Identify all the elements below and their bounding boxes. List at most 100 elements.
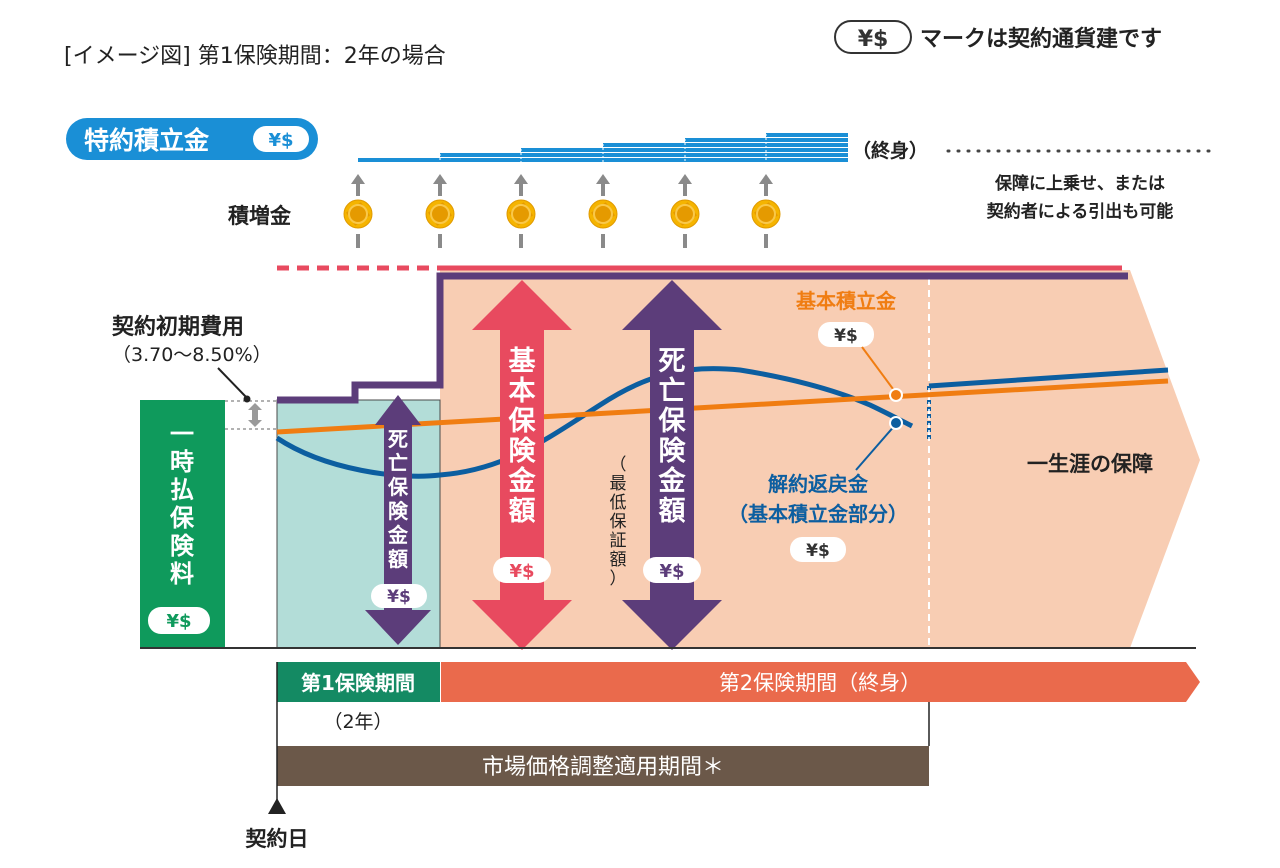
coin-up-arrow bbox=[351, 174, 365, 184]
initial-cost-range: （3.70〜8.50%） bbox=[112, 344, 272, 366]
mg-chars-char: （ bbox=[610, 455, 627, 475]
death-benefit2-badge-bg bbox=[643, 557, 701, 583]
first-period-label: 第1保険期間 bbox=[301, 671, 415, 695]
bi-chars-char: 基 bbox=[509, 346, 537, 377]
rider-pill-bg bbox=[66, 118, 318, 160]
coin-icon-ring bbox=[430, 204, 450, 224]
premium-chars-char: 一 bbox=[170, 420, 194, 448]
coin-down-shaft bbox=[601, 234, 605, 248]
initial-cost-arrow-up bbox=[248, 403, 262, 410]
db2-chars-char: 亡 bbox=[659, 376, 686, 407]
mg-chars-char: 証 bbox=[610, 531, 627, 551]
db1-chars-char: 金 bbox=[387, 523, 409, 547]
legend-text: マークは契約通貨建です bbox=[920, 26, 1162, 52]
surrender-badge: ¥$ bbox=[806, 541, 830, 561]
coin-up-arrow bbox=[678, 174, 692, 184]
initial-cost-label: 契約初期費用 bbox=[111, 314, 244, 340]
coin-up-shaft bbox=[764, 184, 768, 196]
mg-chars-char: ） bbox=[610, 569, 627, 589]
rider-label-pill: 特約積立金 ¥$ bbox=[66, 118, 318, 160]
rider-accumulation-steps bbox=[358, 130, 848, 162]
premium-chars-char: 料 bbox=[170, 560, 194, 588]
coin-icon-ring bbox=[675, 204, 695, 224]
premium-chars-char: 払 bbox=[170, 476, 194, 504]
basic-insurance-badge: ¥$ bbox=[509, 561, 534, 582]
premium-chars-char: 険 bbox=[170, 532, 195, 560]
coin-up-shaft bbox=[519, 184, 523, 196]
increase-label: 積増金 bbox=[228, 204, 292, 228]
contract-date-label: 契約日 bbox=[245, 827, 309, 851]
initial-cost-pointer bbox=[217, 367, 248, 399]
coin-up-arrow bbox=[433, 174, 447, 184]
surrender-value-line-after bbox=[928, 367, 1169, 389]
diagram-title: [イメージ図] 第1保険期間：2年の場合 bbox=[64, 44, 446, 69]
basic-insurance-badge-bg bbox=[493, 557, 551, 583]
surrender-value-point bbox=[889, 416, 903, 430]
basic-insurance-arrow-shape bbox=[472, 280, 572, 650]
bi-chars-char: 本 bbox=[509, 376, 536, 407]
coin-up-shaft bbox=[356, 184, 360, 196]
bi-chars-char: 額 bbox=[509, 496, 536, 527]
db1-chars-char: 死 bbox=[388, 427, 408, 451]
coin-down-shaft bbox=[356, 234, 360, 248]
first-period-bar bbox=[277, 662, 440, 702]
bi-chars-char: 険 bbox=[509, 436, 537, 467]
basic-reserve-label: 基本積立金 bbox=[796, 289, 897, 313]
db2-chars-char: 額 bbox=[659, 496, 686, 527]
db1-chars-char: 額 bbox=[387, 547, 408, 571]
basic-reserve-point bbox=[889, 388, 903, 402]
rider-badge: ¥$ bbox=[268, 130, 293, 151]
rider-note-line2: 契約者による引出も可能 bbox=[986, 201, 1174, 222]
premium-chars-char: 時 bbox=[170, 448, 194, 476]
coin-down-shaft bbox=[519, 234, 523, 248]
coin-up-shaft bbox=[601, 184, 605, 196]
coin-up-arrow bbox=[759, 174, 773, 184]
bi-chars-char: 金 bbox=[508, 465, 537, 497]
increase-coins bbox=[343, 174, 781, 248]
coin-down-shaft bbox=[438, 234, 442, 248]
second-period-label: 第2保険期間（終身） bbox=[719, 671, 921, 695]
basic-reserve-badge-bg bbox=[818, 322, 874, 347]
rider-note-line1: 保障に上乗せ、または bbox=[994, 173, 1165, 194]
basic-reserve-line bbox=[276, 378, 1169, 435]
death-benefit-arrow-shape bbox=[365, 395, 431, 645]
rider-label: 特約積立金 bbox=[84, 126, 210, 155]
basic-reserve-badge: ¥$ bbox=[834, 326, 858, 346]
mg-chars-char: 低 bbox=[610, 493, 627, 513]
coin-icon-ring bbox=[756, 204, 776, 224]
coin-icon-ring bbox=[511, 204, 531, 224]
db2-chars-char: 保 bbox=[658, 406, 687, 437]
death-benefit2-arrow-shape bbox=[622, 280, 722, 650]
coin-up-arrow bbox=[596, 174, 610, 184]
db2-chars-char: 死 bbox=[659, 346, 686, 377]
coin-up-shaft bbox=[438, 184, 442, 196]
surrender-value-sub: （基本積立金部分） bbox=[728, 502, 908, 526]
db2-chars-char: 険 bbox=[659, 436, 687, 467]
coin-icon-ring bbox=[348, 204, 368, 224]
premium-badge-bg bbox=[148, 607, 210, 634]
death-benefit-badge: ¥$ bbox=[387, 587, 411, 607]
coin-up-shaft bbox=[683, 184, 687, 196]
db2-chars-char: 金 bbox=[658, 465, 687, 497]
contract-date-marker bbox=[268, 798, 286, 814]
currency-legend: ¥$ マークは契約通貨建です bbox=[834, 20, 1162, 54]
mva-period-label: 市場価格調整適用期間＊ bbox=[482, 755, 724, 780]
rider-lifetime-label: （終身） bbox=[852, 139, 928, 162]
surrender-value-pointer bbox=[855, 423, 897, 471]
mg-chars-char: 保 bbox=[610, 512, 627, 532]
db1-chars-char: 亡 bbox=[388, 451, 408, 475]
initial-cost-pointer-dot bbox=[243, 395, 251, 403]
mg-chars-char: 額 bbox=[610, 550, 627, 570]
surrender-value-label: 解約返戻金 bbox=[768, 472, 869, 496]
bi-chars-char: 保 bbox=[508, 406, 537, 437]
surrender-badge-bg bbox=[790, 537, 846, 562]
premium-badge: ¥$ bbox=[166, 611, 191, 632]
rider-badge-bg bbox=[253, 126, 309, 152]
